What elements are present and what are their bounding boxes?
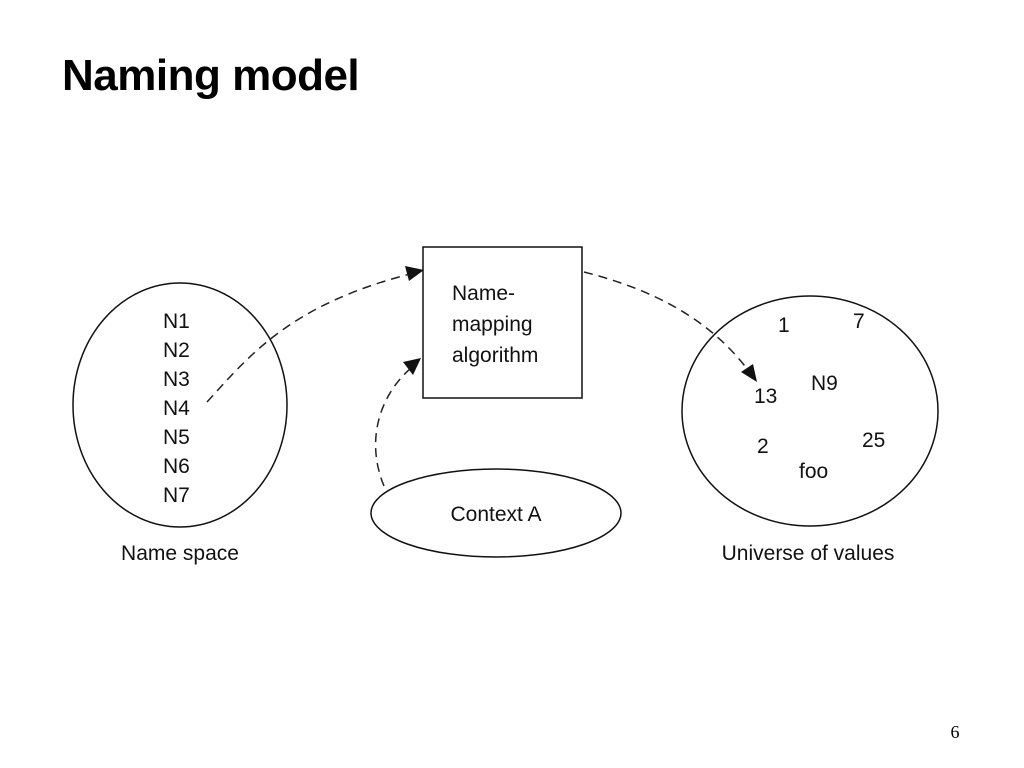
value-item: 7 [853,310,865,333]
name-item: N3 [163,368,190,391]
value-item: 2 [757,435,769,458]
arrowhead-icon [405,266,424,281]
arrow-context-to-mapping [374,367,412,487]
arrow-name-to-mapping [206,273,411,403]
page-number: 6 [950,722,960,742]
arrow-mapping-to-value [583,271,749,371]
mapping-algorithm-box [422,246,583,399]
mapping-label-line: mapping [452,313,533,336]
name-item: N6 [163,455,190,478]
name-item: N7 [163,484,190,507]
value-item: N9 [811,372,838,395]
name-item: N1 [163,310,190,333]
slide-title: Naming model [62,51,360,100]
universe-ellipse [681,295,939,527]
name-space-caption: Name space [121,542,239,565]
universe-values: 1 7 13 N9 2 25 foo [754,310,885,483]
mapping-label-line: algorithm [452,344,538,367]
value-item: 1 [778,314,790,337]
context-ellipse [370,468,622,558]
name-space-ellipse [72,282,288,528]
arrowhead-icon [403,358,421,375]
value-item: foo [799,460,828,483]
mapping-algorithm-label: Name- mapping algorithm [452,282,538,367]
mapping-label-line: Name- [452,282,515,305]
name-item: N4 [163,397,190,420]
name-space-items: N1 N2 N3 N4 N5 N6 N7 [163,310,190,507]
context-label: Context A [450,503,541,526]
name-item: N5 [163,426,190,449]
universe-caption: Universe of values [722,542,895,565]
arrowhead-icon [741,364,757,382]
name-item: N2 [163,339,190,362]
value-item: 13 [754,385,777,408]
value-item: 25 [862,429,885,452]
